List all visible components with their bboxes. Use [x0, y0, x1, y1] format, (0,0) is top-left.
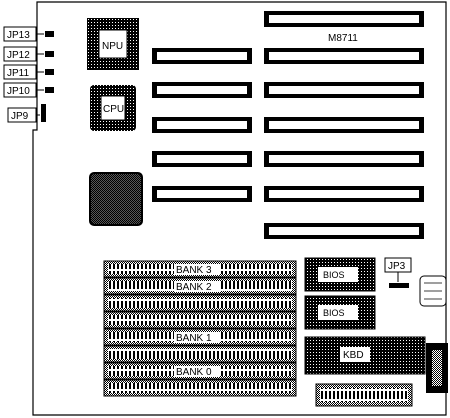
- svg-text:JP10: JP10: [7, 86, 30, 97]
- bank-0-label: BANK 0: [176, 367, 212, 378]
- svg-text:JP13: JP13: [7, 30, 30, 41]
- jumper-jp13: JP13: [3, 26, 54, 42]
- npu-socket: NPU: [87, 18, 139, 70]
- bios-chip-2: BIOS: [304, 295, 376, 330]
- ram-bank-1: BANK 1: [103, 328, 297, 346]
- bios-label-1: BIOS: [323, 270, 345, 280]
- jumper-callouts: JP13 JP12 JP11 JP10 JP9: [3, 26, 54, 123]
- svg-text:JP3: JP3: [388, 261, 406, 272]
- bank-1-label: BANK 1: [176, 333, 212, 344]
- svg-text:JP12: JP12: [7, 50, 30, 61]
- chipset-label: M8711: [328, 33, 358, 44]
- jumper-jp12: JP12: [3, 46, 54, 62]
- jumper-jp3: JP3: [384, 257, 412, 288]
- npu-label: NPU: [102, 41, 123, 52]
- power-connector: [315, 383, 413, 407]
- ram-bank-3: BANK 3: [103, 260, 297, 278]
- ram-banks: BANK 3 BANK 2 BANK 1 BANK 0: [103, 260, 297, 397]
- svg-text:JP9: JP9: [11, 111, 29, 122]
- controller-chip-texture: [91, 174, 141, 224]
- bios-chip-1: BIOS: [304, 257, 376, 292]
- keyboard-connector: [426, 343, 448, 393]
- bank-2-label: BANK 2: [176, 282, 212, 293]
- cpu-socket: CPU: [90, 85, 136, 131]
- expansion-slots-left: [152, 48, 252, 202]
- cpu-label: CPU: [103, 104, 124, 115]
- bank-3-label: BANK 3: [176, 265, 212, 276]
- battery: [419, 275, 447, 307]
- kbd-controller: KBD: [304, 336, 426, 375]
- jumper-jp10: JP10: [3, 82, 54, 98]
- kbd-label: KBD: [343, 350, 364, 361]
- ram-bank-2: BANK 2: [103, 277, 297, 295]
- expansion-slots-right: [264, 11, 424, 239]
- jumper-jp9: JP9: [7, 104, 46, 123]
- ram-bank-0: BANK 0: [103, 362, 297, 380]
- jumper-jp11: JP11: [3, 64, 54, 80]
- bios-label-2: BIOS: [323, 308, 345, 318]
- svg-text:JP11: JP11: [7, 68, 29, 79]
